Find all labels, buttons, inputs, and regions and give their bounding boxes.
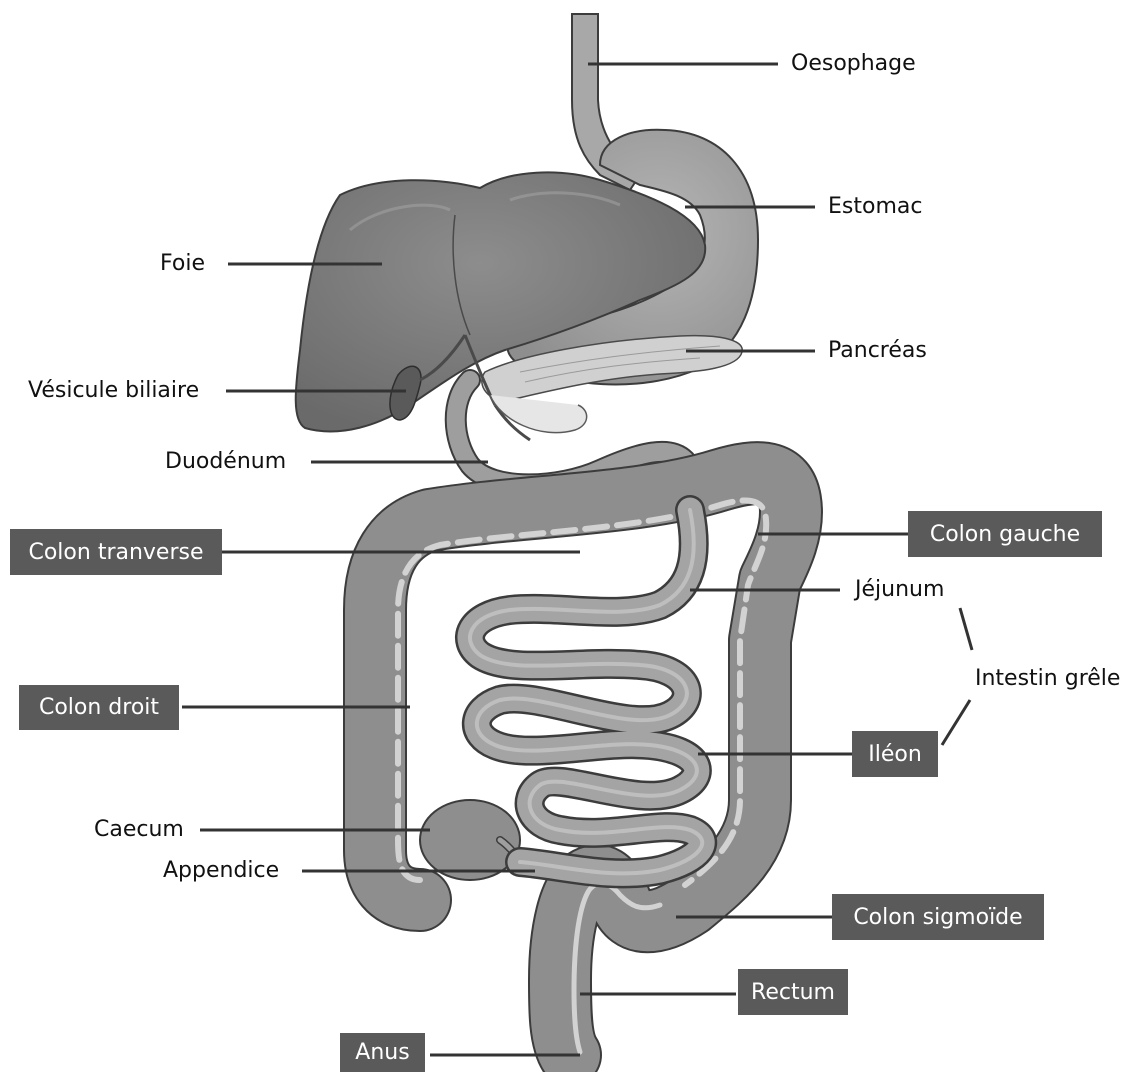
label-jejunum: Jéjunum — [855, 577, 944, 603]
label-rectum: Rectum — [738, 969, 848, 1015]
label-pancreas: Pancréas — [828, 338, 927, 364]
label-appendice: Appendice — [163, 858, 279, 884]
label-colon-gauche: Colon gauche — [908, 511, 1102, 557]
label-colon-transverse: Colon tranverse — [10, 529, 222, 575]
label-estomac: Estomac — [828, 194, 922, 220]
label-ileon: Iléon — [852, 731, 938, 777]
label-duodenum: Duodénum — [165, 449, 286, 475]
leader-intestin-grele-bottom — [942, 700, 970, 745]
label-foie: Foie — [160, 251, 205, 277]
label-colon-droit: Colon droit — [19, 685, 179, 730]
leader-intestin-grele-top — [960, 608, 972, 650]
label-intestin-grele: Intestin grêle — [975, 666, 1120, 692]
label-anus: Anus — [340, 1033, 425, 1072]
label-vesicule-biliaire: Vésicule biliaire — [28, 378, 199, 404]
label-caecum: Caecum — [94, 817, 184, 843]
label-oesophage: Oesophage — [791, 51, 916, 77]
label-colon-sigmoide: Colon sigmoïde — [832, 894, 1044, 940]
